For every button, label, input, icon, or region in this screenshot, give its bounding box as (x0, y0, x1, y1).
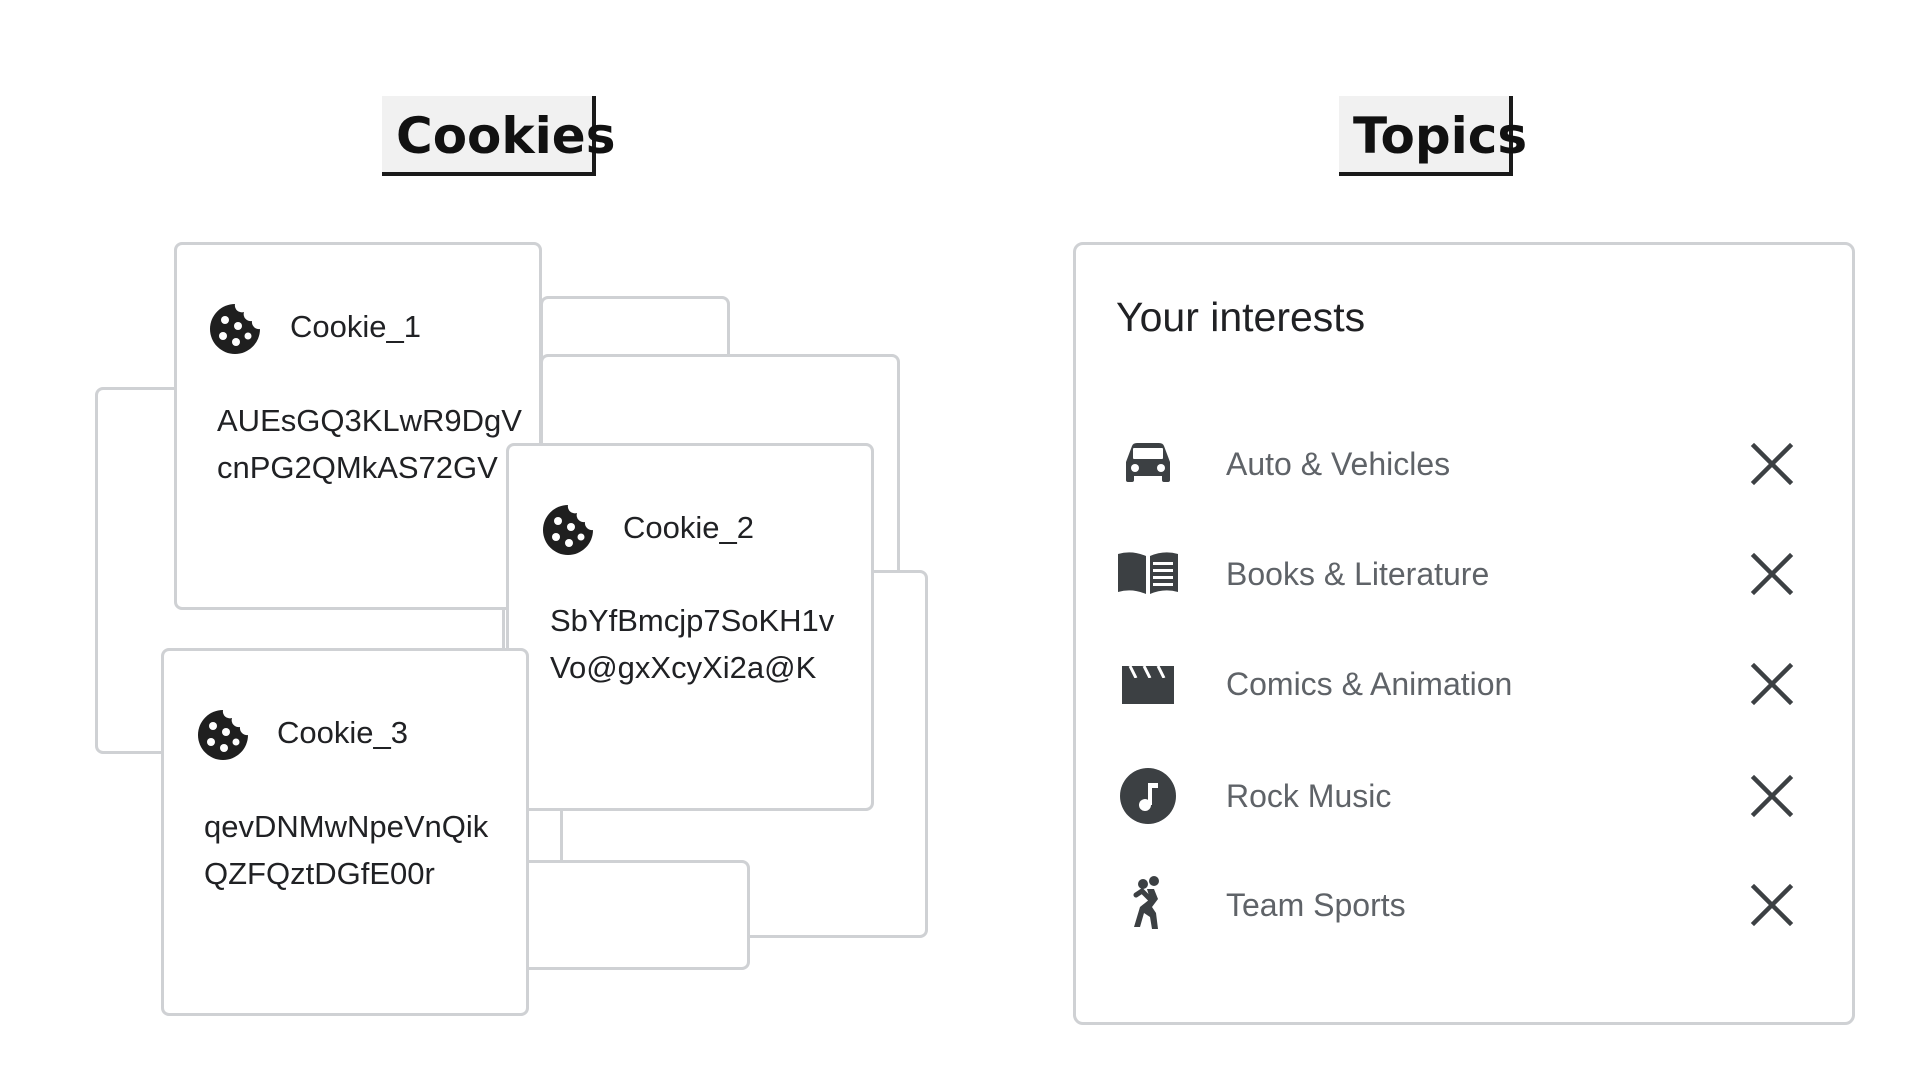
athlete-icon (1133, 876, 1159, 929)
close-icon[interactable] (1750, 774, 1794, 818)
cookie-icon (210, 304, 260, 354)
cookie-name: Cookie_3 (277, 715, 408, 750)
topic-item-auto-vehicles: Auto & Vehicles (1116, 432, 1816, 512)
cookie-value: QZFQztDGfE00r (204, 856, 435, 891)
topic-item-rock-music: Rock Music (1116, 764, 1816, 844)
car-icon (1126, 443, 1170, 482)
topic-item-comics-animation: Comics & Animation (1116, 652, 1816, 732)
cookie-card (506, 443, 874, 811)
cookie-value: Vo@gxXcyXi2a@K (550, 650, 817, 685)
close-icon[interactable] (1750, 442, 1794, 486)
book-icon (1118, 552, 1178, 594)
cookie-icon (543, 505, 593, 555)
close-icon[interactable] (1750, 883, 1794, 927)
cookie-card (161, 648, 529, 1016)
cookie-icon (198, 710, 248, 760)
cookie-value: AUEsGQ3KLwR9DgV (217, 403, 522, 438)
cookie-card (174, 242, 542, 610)
cookie-value: SbYfBmcjp7SoKH1v (550, 603, 835, 638)
topic-label: Comics & Animation (1226, 666, 1513, 702)
cookie-value: qevDNMwNpeVnQik (204, 809, 489, 844)
topic-label: Team Sports (1226, 887, 1406, 923)
music-note-icon (1120, 768, 1176, 824)
topic-label: Rock Music (1226, 778, 1392, 814)
cookie-name: Cookie_2 (623, 510, 754, 545)
topic-item-team-sports: Team Sports (1116, 873, 1816, 953)
cookie-card-back (520, 860, 750, 970)
topics-panel (1073, 242, 1855, 1025)
topic-item-books-literature: Books & Literature (1116, 542, 1816, 622)
interests-title: Your interests (1116, 294, 1366, 340)
close-icon[interactable] (1750, 662, 1794, 706)
close-icon[interactable] (1750, 552, 1794, 596)
cookie-name: Cookie_1 (290, 309, 421, 344)
clapperboard-icon (1122, 665, 1174, 704)
cookies-heading: Cookies (382, 96, 615, 176)
topic-label: Auto & Vehicles (1226, 446, 1451, 482)
topics-heading: Topics (1339, 96, 1527, 176)
topic-label: Books & Literature (1226, 556, 1490, 592)
cookie-value: cnPG2QMkAS72GV (217, 450, 498, 485)
